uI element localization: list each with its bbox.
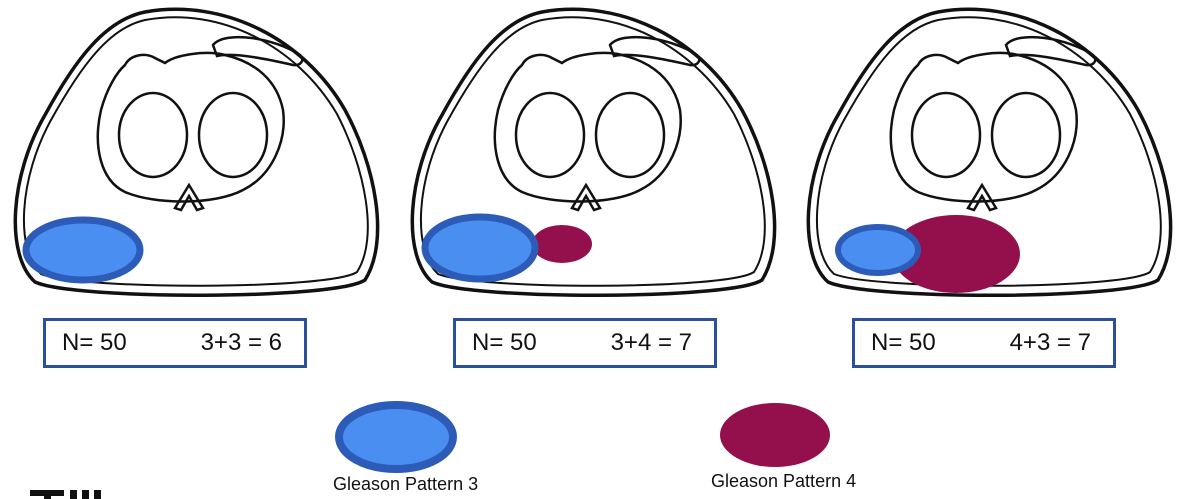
pattern3-lesion-3 bbox=[835, 224, 921, 276]
prostate-diagram-1 bbox=[5, 0, 405, 300]
pattern4-lesion-2 bbox=[532, 225, 592, 263]
gleason-score-1: 3+3 = 6 bbox=[200, 329, 282, 356]
case-count-3: N= 50 bbox=[871, 329, 936, 356]
pattern3-lesion-1 bbox=[22, 216, 144, 284]
pattern3-lesion-2 bbox=[421, 213, 539, 283]
gleason-score-3: 4+3 = 7 bbox=[1009, 329, 1091, 356]
prostate-outline-2 bbox=[410, 7, 777, 298]
prostate-diagram-3 bbox=[798, 0, 1180, 300]
case-count-2: N= 50 bbox=[472, 329, 537, 356]
cropped-text-fragment bbox=[30, 490, 101, 499]
prostate-outline-3 bbox=[806, 7, 1173, 298]
case-label-3: N= 50 4+3 = 7 bbox=[852, 318, 1116, 368]
case-label-2: N= 50 3+4 = 7 bbox=[453, 318, 717, 368]
legend-pattern4-swatch bbox=[720, 403, 830, 467]
legend-pattern3-label: Gleason Pattern 3 bbox=[333, 474, 479, 494]
case-count-1: N= 50 bbox=[62, 329, 127, 356]
prostate-outline-1 bbox=[13, 7, 380, 298]
legend-pattern4-label: Gleason Pattern 4 bbox=[711, 471, 857, 491]
prostate-diagram-2 bbox=[402, 0, 802, 300]
case-label-1: N= 50 3+3 = 6 bbox=[43, 318, 307, 368]
gleason-score-2: 3+4 = 7 bbox=[610, 329, 692, 356]
legend-pattern3-swatch bbox=[335, 401, 457, 473]
pattern4-lesion-3 bbox=[892, 215, 1020, 293]
